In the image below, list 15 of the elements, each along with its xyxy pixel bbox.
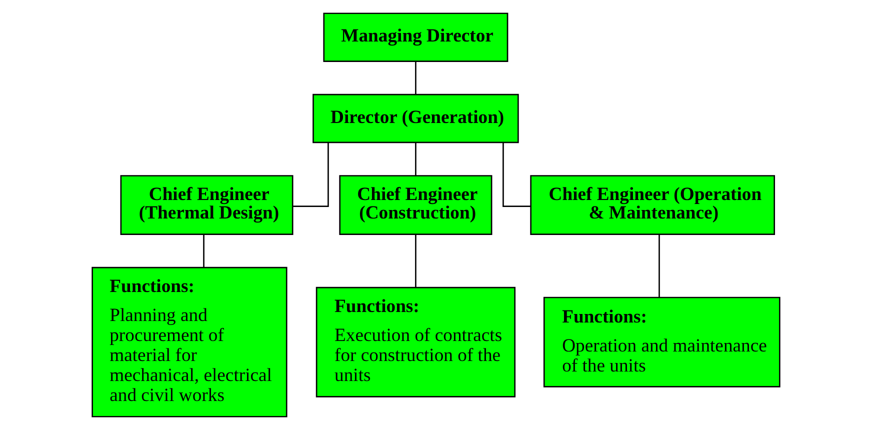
- node-box: Chief Engineer (Construction): [339, 175, 492, 235]
- node-box: Managing Director: [323, 12, 508, 62]
- connector: [415, 142, 416, 176]
- node-box: Functions: Operation and maintenance of the units: [543, 296, 780, 388]
- node-box: Chief Engineer (Thermal Design): [120, 175, 294, 235]
- connector: [293, 142, 329, 208]
- connector: [502, 142, 531, 208]
- node-box: Director (Generation): [312, 94, 519, 144]
- connector: [203, 234, 204, 268]
- connector: [415, 62, 416, 94]
- node-box: Functions: Execution of contracts for construction of the units: [316, 286, 516, 398]
- node-box: Chief Engineer (Operation & Maintenance): [530, 175, 776, 235]
- connector: [415, 234, 416, 288]
- connector: [658, 234, 660, 298]
- node-box: Functions: Planning and procurement of material for mechanical, electrical and civil works: [92, 266, 288, 418]
